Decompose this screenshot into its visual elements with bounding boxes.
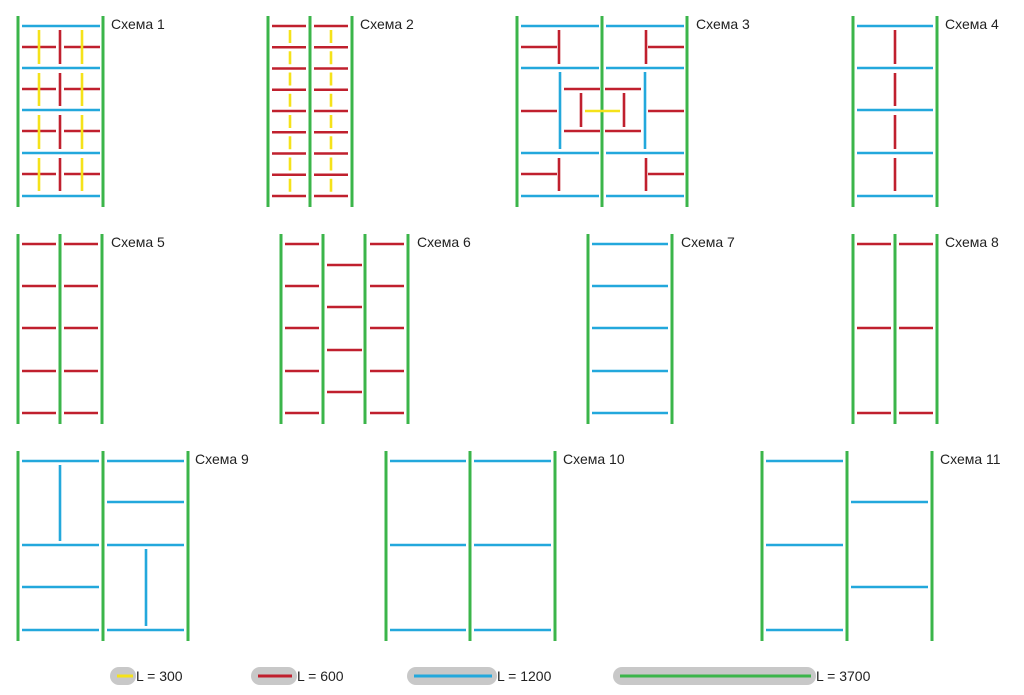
scheme-7-label: Схема 7 xyxy=(681,234,735,250)
scheme-5-label: Схема 5 xyxy=(111,234,165,250)
scheme-8-label: Схема 8 xyxy=(945,234,999,250)
scheme-1-label: Схема 1 xyxy=(111,16,165,32)
legend-label-1200: L = 1200 xyxy=(497,668,552,684)
scheme-9-label: Схема 9 xyxy=(195,451,249,467)
scheme-3-label: Схема 3 xyxy=(696,16,750,32)
scheme-2-label: Схема 2 xyxy=(360,16,414,32)
legend-label-600: L = 600 xyxy=(297,668,344,684)
scheme-6-label: Схема 6 xyxy=(417,234,471,250)
legend-item-3700: L = 3700 xyxy=(613,667,871,685)
legend-label-300: L = 300 xyxy=(136,668,183,684)
scheme-11-label: Схема 11 xyxy=(940,451,1001,467)
scheme-4-label: Схема 4 xyxy=(945,16,999,32)
legend-item-600: L = 600 xyxy=(251,667,344,685)
legend-item-300: L = 300 xyxy=(110,667,183,685)
legend-item-1200: L = 1200 xyxy=(407,667,552,685)
legend-label-3700: L = 3700 xyxy=(816,668,871,684)
scheme-10-label: Схема 10 xyxy=(563,451,625,467)
legend: L = 300 L = 600 L = 1200 L = 3700 xyxy=(110,667,871,685)
